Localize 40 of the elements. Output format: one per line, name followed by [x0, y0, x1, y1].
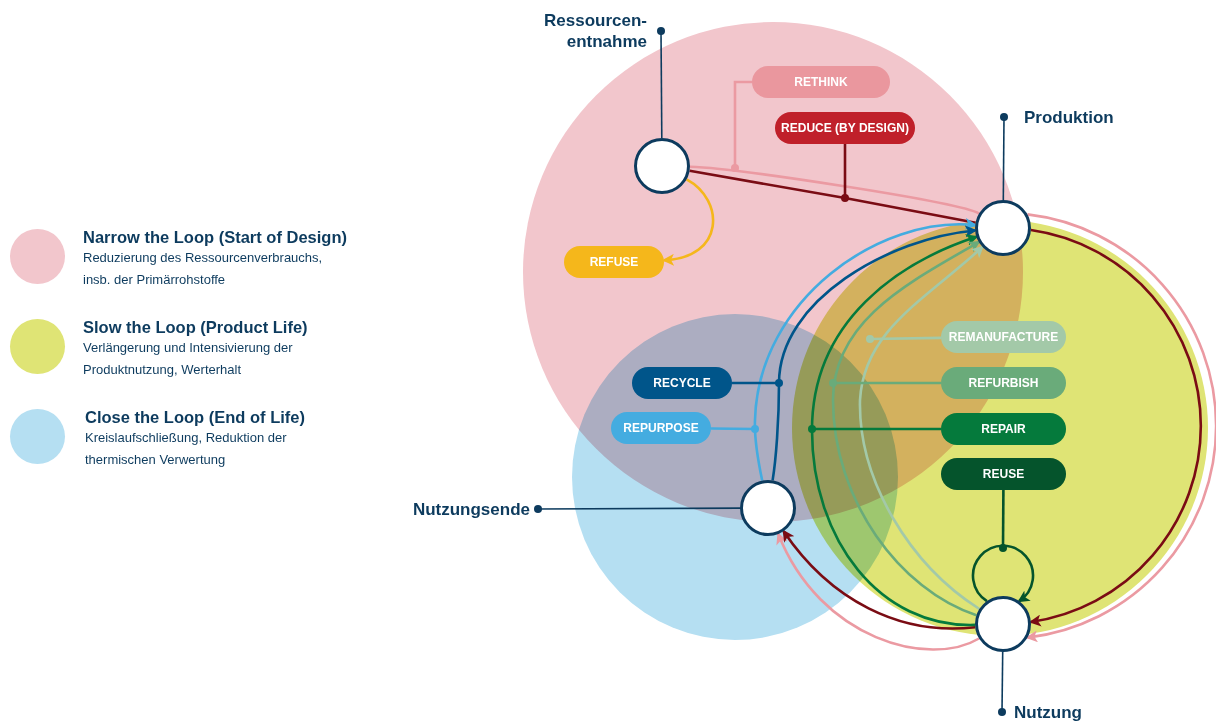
leader-line	[732, 379, 783, 387]
leader-line	[534, 505, 741, 513]
strategy-pill: REPAIR	[941, 413, 1066, 445]
stage-label: Nutzung	[1002, 700, 1094, 722]
arrow	[777, 532, 980, 651]
stage-label: Ressourcen-entnahme	[520, 8, 661, 54]
arrow	[971, 544, 1035, 603]
arrow	[810, 234, 979, 627]
arrow	[831, 240, 981, 617]
leader-line	[829, 379, 941, 387]
leader-line	[711, 425, 759, 433]
legend-label: Narrow the Loop (Start of Design)	[83, 228, 347, 247]
legend-label: Close the Loop (End of Life)	[85, 408, 305, 427]
leader-line	[1000, 113, 1008, 201]
strategy-pill: REDUCE (BY DESIGN)	[775, 112, 915, 144]
strategy-pill: REMANUFACTURE	[941, 321, 1066, 353]
stage-label: Produktion	[1004, 105, 1124, 129]
strategy-pill: REFURBISH	[941, 367, 1066, 399]
leader-line	[998, 651, 1006, 716]
legend-label: Slow the Loop (Product Life)	[83, 318, 308, 337]
leader-line	[866, 335, 942, 343]
connector-line	[689, 169, 976, 225]
legend-description: Verlängerung und Intensivierung der Produktnutzung, Werterhalt	[83, 339, 294, 379]
leader-line	[657, 27, 665, 139]
strategy-pill: REPURPOSE	[611, 412, 711, 444]
strategy-pill: REFUSE	[564, 246, 664, 278]
legend-description: Reduzierung des Ressourcenverbrauchs, insb. der Primärrohstoffe	[83, 249, 324, 289]
arrow	[662, 178, 715, 265]
connector-line	[689, 165, 980, 215]
strategy-pill: REUSE	[941, 458, 1066, 490]
strategy-pill: RETHINK	[752, 66, 890, 98]
arrow	[782, 529, 976, 630]
strategy-pill: RECYCLE	[632, 367, 732, 399]
stage-label: Nutzungsende	[400, 497, 538, 521]
leader-line	[731, 80, 752, 172]
leader-line	[841, 144, 849, 202]
leader-line	[999, 490, 1007, 552]
leader-line	[808, 425, 941, 433]
arrow	[858, 245, 984, 611]
legend-description: Kreislaufschließung, Reduktion der thermischen Verwertung	[85, 429, 288, 469]
